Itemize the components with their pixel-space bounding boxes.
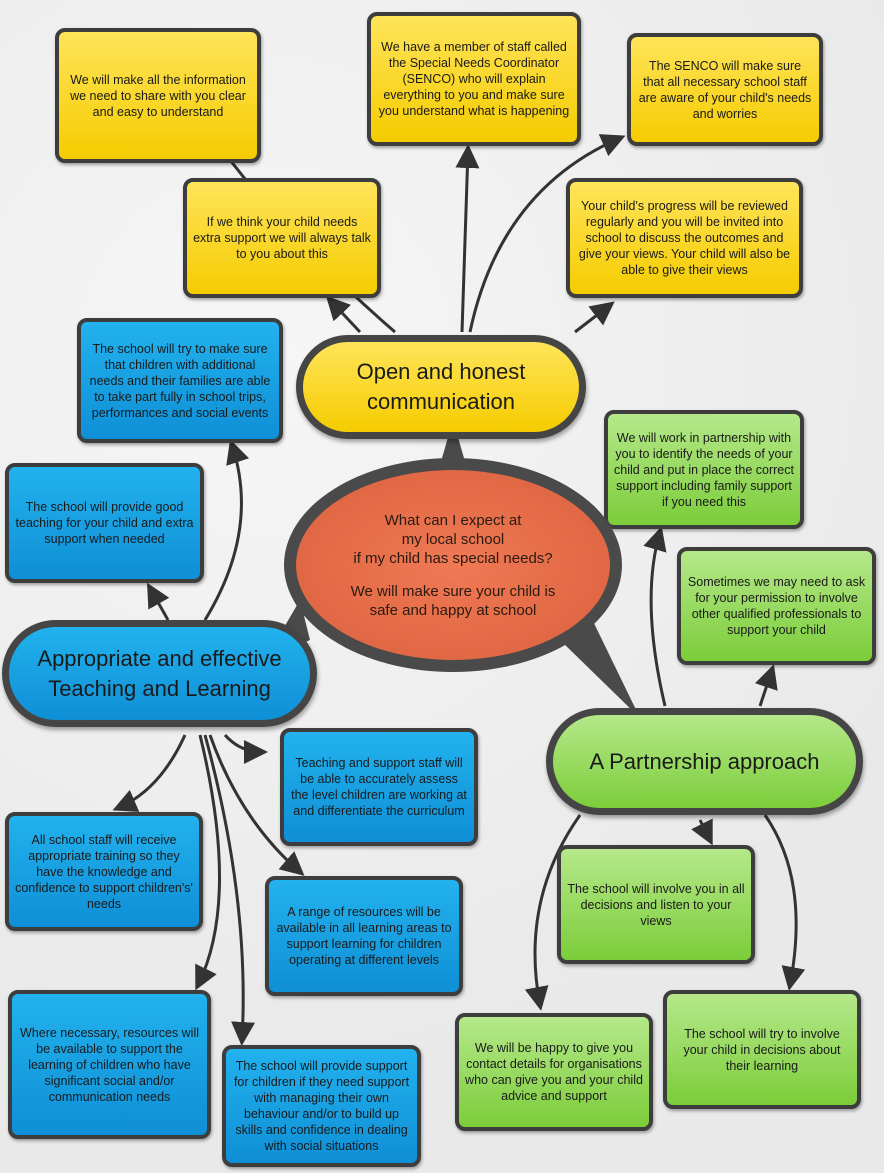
arrow [203, 734, 256, 1046]
teaching-item: All school staff will receive appropriat… [5, 812, 203, 931]
arrow [468, 134, 626, 333]
hub-label: A Partnership approach [589, 748, 820, 774]
arrow [112, 734, 187, 812]
arrow [455, 144, 480, 333]
hub-communication: Open and honest communication [296, 335, 586, 439]
center-pointer-up [440, 420, 466, 465]
center-pointer-right [560, 615, 640, 718]
item-text: All school staff will receive appropriat… [15, 832, 193, 911]
item-text: Your child's progress will be reviewed r… [578, 199, 791, 277]
arrow [574, 301, 615, 334]
question-line: my local school [401, 530, 505, 548]
arrow [754, 664, 778, 707]
arrow [208, 734, 305, 876]
question-line: if my child has special needs? [353, 549, 553, 567]
teaching-item: Where necessary, resources will be avail… [8, 990, 211, 1139]
item-text: The school will try to involve your chil… [683, 1026, 841, 1073]
teaching-item: Teaching and support staff will be able … [280, 728, 478, 846]
hub-teaching: Appropriate and effective Teaching and L… [2, 620, 317, 727]
item-text: If we think your child needs extra suppo… [193, 215, 371, 261]
hub-label: Appropriate and effective Teaching and L… [37, 645, 282, 701]
communication-item: Your child's progress will be reviewed r… [566, 178, 803, 298]
item-text: We will be happy to give you contact det… [465, 1041, 643, 1103]
arrow [203, 439, 250, 621]
item-text: Sometimes we may need to ask for your pe… [687, 575, 866, 637]
partnership-item: The school will involve you in all decis… [557, 845, 755, 964]
item-text: The school will provide good teaching fo… [15, 500, 194, 546]
central-question: What can I expect at my local school if … [284, 458, 622, 672]
communication-item: The SENCO will make sure that all necess… [627, 33, 823, 146]
arrow [195, 734, 221, 991]
item-text: The school will involve you in all decis… [567, 881, 745, 928]
item-text: The school will try to make sure that ch… [89, 341, 271, 420]
item-text: We have a member of staff called the Spe… [378, 40, 570, 118]
teaching-item: The school will provide good teaching fo… [5, 463, 204, 583]
partnership-item: Sometimes we may need to ask for your pe… [677, 547, 876, 665]
question-line: What can I expect at [384, 511, 522, 529]
item-text: Where necessary, resources will be avail… [20, 1025, 199, 1104]
answer-line: We will make sure your child is [350, 582, 556, 600]
communication-item: We have a member of staff called the Spe… [367, 12, 581, 146]
partnership-item: The school will try to involve your chil… [663, 990, 861, 1109]
arrow [147, 582, 170, 621]
arrow [524, 814, 582, 1011]
hub-label: Open and honest communication [356, 359, 526, 414]
partnership-item: We will be happy to give you contact det… [455, 1013, 653, 1131]
teaching-item: The school will try to make sure that ch… [77, 318, 283, 443]
item-text: The SENCO will make sure that all necess… [638, 58, 812, 121]
item-text: A range of resources will be available i… [276, 905, 452, 967]
item-text: We will work in partnership with you to … [614, 430, 794, 509]
arrow [691, 818, 713, 846]
teaching-item: The school will provide support for chil… [222, 1045, 421, 1167]
arrow [223, 733, 268, 764]
teaching-item: A range of resources will be available i… [265, 876, 463, 996]
answer-line: safe and happy at school [369, 601, 537, 619]
communication-item: If we think your child needs extra suppo… [183, 178, 381, 298]
item-text: Teaching and support staff will be able … [291, 756, 467, 818]
partnership-item: We will work in partnership with you to … [604, 410, 804, 529]
arrow [325, 295, 362, 334]
arrow [763, 814, 806, 991]
communication-item: We will make all the information we need… [55, 28, 261, 163]
item-text: The school will provide support for chil… [233, 1059, 410, 1153]
item-text: We will make all the information we need… [70, 72, 246, 119]
hub-partnership: A Partnership approach [546, 708, 863, 815]
arrow [643, 526, 667, 707]
